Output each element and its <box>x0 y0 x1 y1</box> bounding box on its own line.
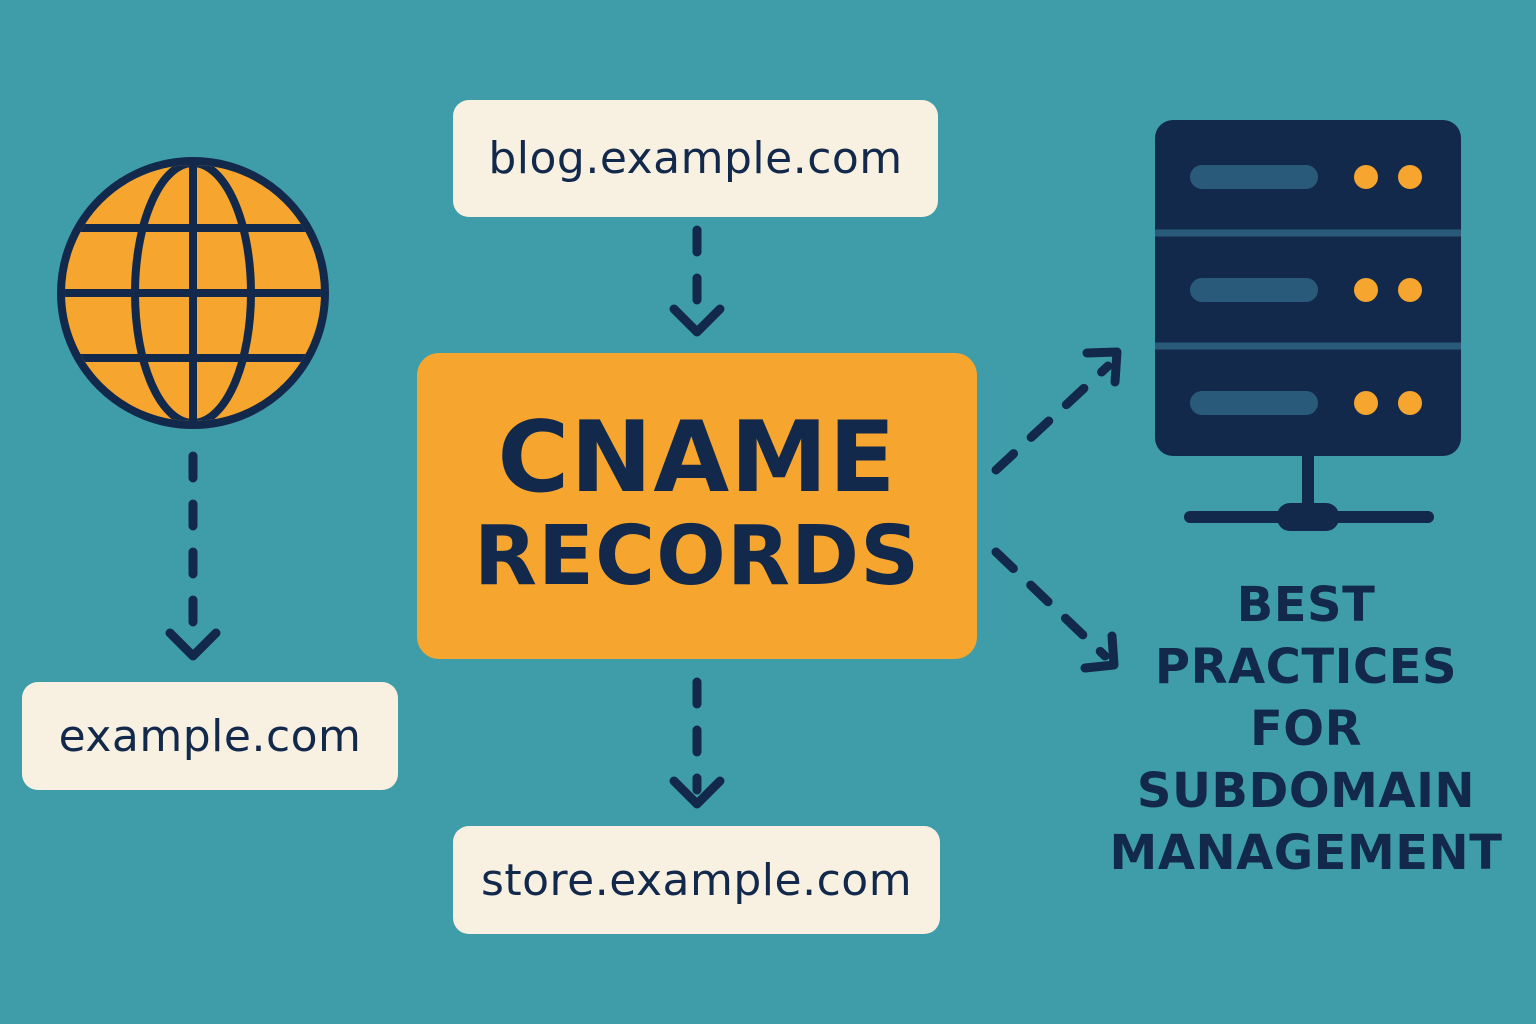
center-title-line1: CNAME <box>497 401 897 516</box>
arrow-blog-to-cname <box>669 225 725 337</box>
subdomain-blog-pill: blog.example.com <box>453 100 938 217</box>
subdomain-store-pill: store.example.com <box>453 826 940 934</box>
arrow-cname-to-store <box>669 677 725 809</box>
subdomain-blog-label: blog.example.com <box>488 133 903 184</box>
root-domain-label: example.com <box>58 710 362 762</box>
caption-line: SUBDOMAIN <box>1136 763 1476 819</box>
root-domain-pill: example.com <box>22 682 398 790</box>
server-icon <box>1155 120 1461 531</box>
globe-icon <box>57 157 329 429</box>
best-practices-caption: BEST PRACTICES FOR SUBDOMAIN MANAGEMENT <box>1100 574 1512 884</box>
caption-line: MANAGEMENT <box>1109 825 1503 881</box>
caption-line: FOR <box>1249 701 1363 757</box>
arrow-cname-to-best-practices <box>991 547 1119 673</box>
center-title-line2: RECORDS <box>473 509 921 605</box>
subdomain-store-label: store.example.com <box>480 854 913 906</box>
arrow-globe-to-example <box>165 451 221 661</box>
cname-records-box: CNAME RECORDS <box>417 353 977 659</box>
caption-line: BEST <box>1236 577 1376 633</box>
arrow-cname-to-server <box>991 347 1122 475</box>
caption-line: PRACTICES <box>1154 639 1458 695</box>
